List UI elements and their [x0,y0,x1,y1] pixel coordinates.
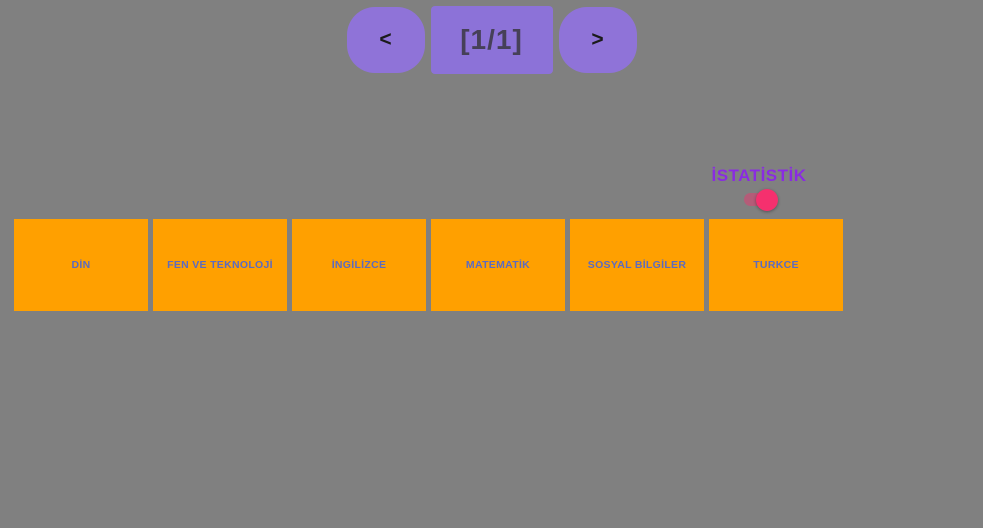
statistics-control: İSTATİSTİK [703,166,815,211]
subject-button-matematik[interactable]: MATEMATİK [431,219,565,311]
statistics-label: İSTATİSTİK [711,166,807,185]
statistics-toggle[interactable] [744,188,778,211]
subject-button-turkce[interactable]: TURKCE [709,219,843,311]
subject-button-sosyal-bilgiler[interactable]: SOSYAL BİLGİLER [570,219,704,311]
subject-button-ingilizce[interactable]: İNGİLİZCE [292,219,426,311]
toggle-knob[interactable] [756,188,778,211]
subject-button-din[interactable]: DİN [14,219,148,311]
pager: < [1/1] > [346,6,637,74]
subject-button-fen-ve-teknoloji[interactable]: FEN VE TEKNOLOJİ [153,219,287,311]
prev-page-button[interactable]: < [346,7,425,73]
next-page-button[interactable]: > [558,7,637,73]
page-indicator: [1/1] [430,6,553,74]
subject-buttons-row: DİN FEN VE TEKNOLOJİ İNGİLİZCE MATEMATİK… [14,219,843,311]
